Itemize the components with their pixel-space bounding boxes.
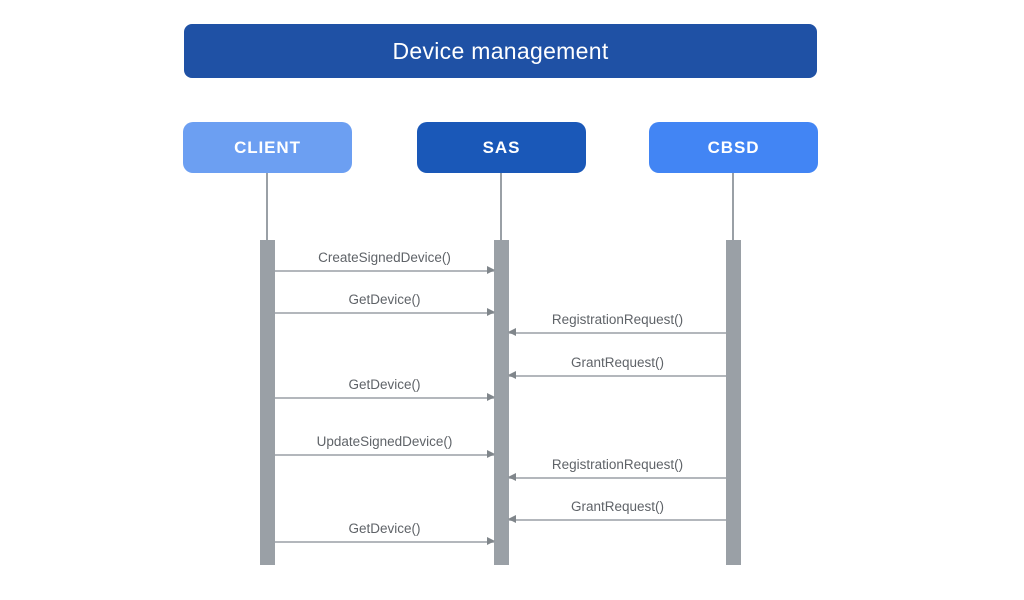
- lifeline-client: [266, 173, 268, 240]
- message-arrow: [275, 537, 495, 545]
- message-label: GetDevice(): [348, 292, 421, 307]
- activation-bar-client: [260, 240, 275, 565]
- message-label: GetDevice(): [348, 377, 421, 392]
- message-getdevice: GetDevice(): [275, 377, 495, 401]
- diagram-title-bar: Device management: [184, 24, 817, 78]
- arrowhead-icon: [508, 328, 516, 336]
- message-grantrequest: GrantRequest(): [508, 499, 726, 523]
- arrowhead-icon: [508, 515, 516, 523]
- message-arrow: [508, 371, 726, 379]
- arrowhead-icon: [487, 450, 495, 458]
- arrowhead-icon: [508, 371, 516, 379]
- message-grantrequest: GrantRequest(): [508, 355, 726, 379]
- message-label: CreateSignedDevice(): [318, 250, 451, 265]
- message-arrow: [275, 266, 495, 274]
- message-getdevice: GetDevice(): [275, 292, 495, 316]
- actor-cbsd-label: CBSD: [707, 137, 760, 157]
- actor-sas: SAS: [417, 122, 586, 173]
- message-registrationrequest: RegistrationRequest(): [508, 312, 726, 336]
- message-arrow: [275, 450, 495, 458]
- message-label: UpdateSignedDevice(): [316, 434, 453, 449]
- message-arrow: [508, 473, 726, 481]
- activation-bar-sas: [494, 240, 509, 565]
- message-updatesigneddevice: UpdateSignedDevice(): [275, 434, 495, 458]
- actor-client-label: CLIENT: [234, 137, 301, 157]
- actor-cbsd: CBSD: [649, 122, 818, 173]
- arrowhead-icon: [487, 266, 495, 274]
- message-arrow: [275, 393, 495, 401]
- arrowhead-icon: [487, 393, 495, 401]
- message-arrow: [275, 308, 495, 316]
- arrowhead-icon: [487, 537, 495, 545]
- diagram-title-text: Device management: [392, 37, 609, 64]
- message-getdevice: GetDevice(): [275, 521, 495, 545]
- message-registrationrequest: RegistrationRequest(): [508, 457, 726, 481]
- message-label: RegistrationRequest(): [551, 457, 684, 472]
- message-arrow: [508, 515, 726, 523]
- message-label: RegistrationRequest(): [551, 312, 684, 327]
- actor-sas-label: SAS: [482, 137, 521, 157]
- arrowhead-icon: [508, 473, 516, 481]
- lifeline-cbsd: [732, 173, 734, 240]
- message-arrow: [508, 328, 726, 336]
- message-createsigneddevice: CreateSignedDevice(): [275, 250, 495, 274]
- arrowhead-icon: [487, 308, 495, 316]
- message-label: GrantRequest(): [570, 355, 665, 370]
- message-label: GetDevice(): [348, 521, 421, 536]
- lifeline-sas: [500, 173, 502, 240]
- message-label: GrantRequest(): [570, 499, 665, 514]
- activation-bar-cbsd: [726, 240, 741, 565]
- actor-client: CLIENT: [183, 122, 352, 173]
